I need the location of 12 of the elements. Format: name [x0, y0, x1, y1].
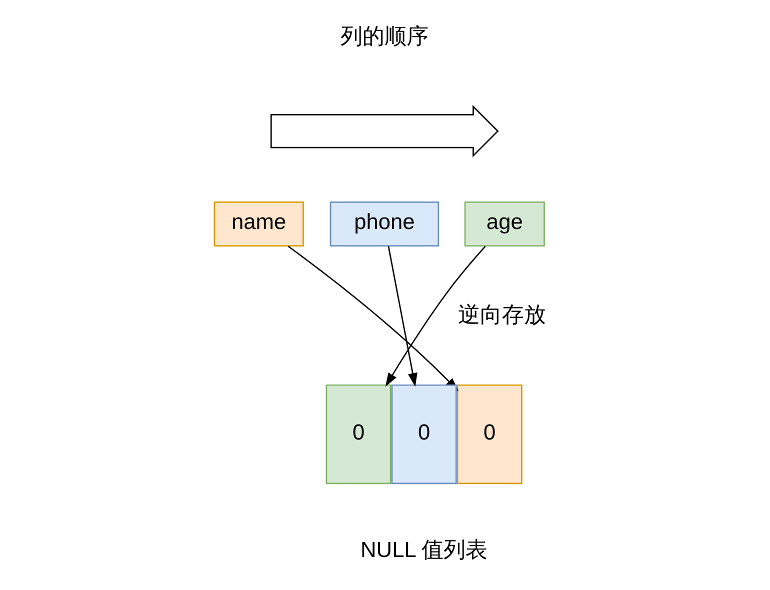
label: NULL 值列表: [360, 536, 488, 562]
node-box: phone: [329, 201, 439, 247]
node-box: age: [464, 201, 544, 247]
label: 逆向存放: [457, 302, 546, 328]
label: 列的顺序: [340, 23, 428, 48]
node-arrow: [270, 104, 498, 158]
node-box: 0: [390, 384, 456, 484]
node-box: name: [213, 201, 304, 247]
node-box: 0: [456, 384, 522, 484]
arrow: [384, 246, 486, 387]
node-box: 0: [325, 384, 391, 484]
arrow: [387, 246, 417, 387]
